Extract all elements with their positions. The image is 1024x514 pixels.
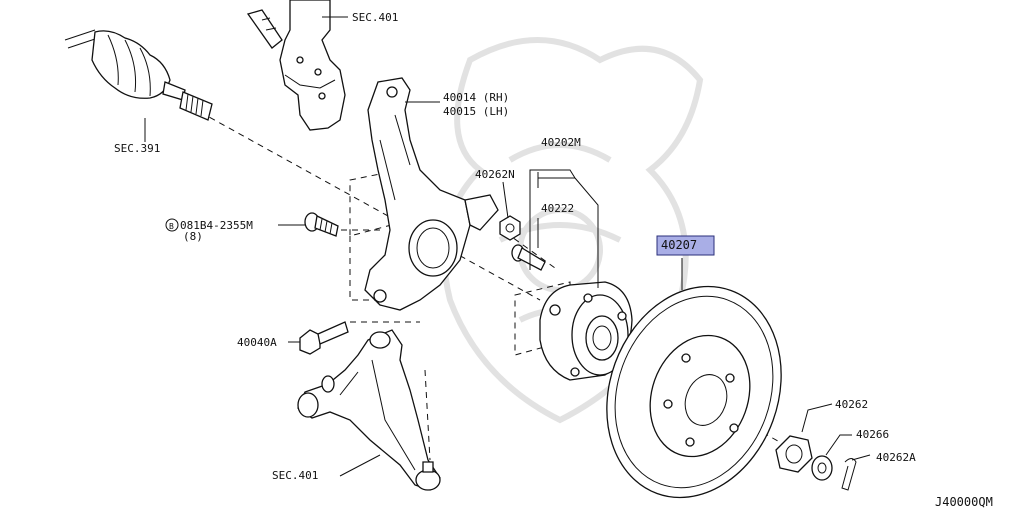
label-knuckle-lh[interactable]: 40015 (LH) <box>443 105 509 118</box>
label-sec401-top[interactable]: SEC.401 <box>352 11 398 24</box>
wheel-hub <box>539 281 633 381</box>
label-bolt-40040a[interactable]: 40040A <box>237 336 277 349</box>
drive-shaft <box>64 29 213 121</box>
diagram-code: J40000QM <box>935 495 993 509</box>
callout-labels: SEC.401 SEC.391 40014 (RH) 40015 (LH) 40… <box>114 11 993 509</box>
label-knuckle-rh[interactable]: 40014 (RH) <box>443 91 509 104</box>
hub-bolt <box>511 244 546 271</box>
label-hub-assembly[interactable]: 40202M <box>541 136 581 149</box>
label-bolt-qty: (8) <box>183 230 203 243</box>
label-rotor-40207[interactable]: 40207 <box>661 238 697 252</box>
arm-bolt <box>299 321 349 355</box>
brake-rotor <box>606 285 782 499</box>
label-pin-40262a[interactable]: 40262A <box>876 451 916 464</box>
strut <box>246 0 346 131</box>
knuckle-bolt <box>304 212 339 237</box>
bolt-symbol-letter: B <box>169 222 174 231</box>
label-sec391[interactable]: SEC.391 <box>114 142 160 155</box>
highlight-box-40207 <box>656 235 715 256</box>
lower-control-arm <box>297 329 441 491</box>
cotter-pin <box>841 458 857 491</box>
label-nut-40262[interactable]: 40262 <box>835 398 868 411</box>
label-bolt-40222[interactable]: 40222 <box>541 202 574 215</box>
label-nut-40262n[interactable]: 40262N <box>475 168 515 181</box>
steering-knuckle <box>364 77 499 311</box>
washer-40266 <box>811 455 833 481</box>
nut-40262n <box>499 215 521 241</box>
label-sec401-arm[interactable]: SEC.401 <box>272 469 318 482</box>
label-bolt-081b4[interactable]: 081B4-2355M <box>180 219 253 232</box>
nut-40262 <box>775 435 813 473</box>
leader-lines <box>144 16 871 477</box>
bolt-symbol-icon <box>165 218 179 232</box>
label-washer-40266[interactable]: 40266 <box>856 428 889 441</box>
